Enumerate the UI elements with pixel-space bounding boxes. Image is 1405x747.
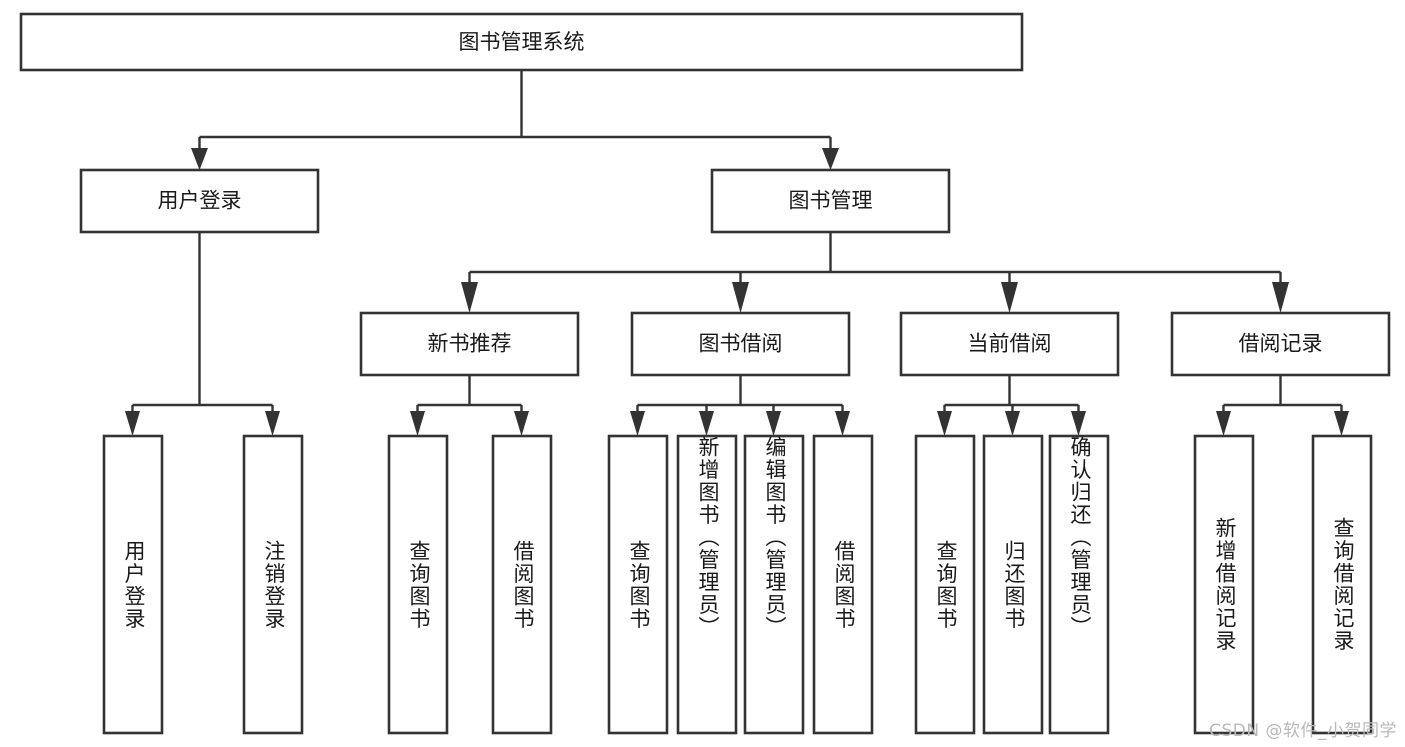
node-leaf-add-record[interactable] bbox=[1193, 434, 1255, 735]
arrow-to-leaf-confirm-return bbox=[1071, 411, 1086, 436]
node-leaf-return-book[interactable] bbox=[982, 434, 1044, 735]
arrow-to-leaf-user-login bbox=[125, 411, 140, 436]
arrow-to-leaf-query-book-1 bbox=[410, 411, 425, 436]
node-new-book-recommend-label: 新书推荐 bbox=[428, 332, 512, 356]
connector-layer bbox=[125, 70, 1349, 436]
node-user-login-label: 用户登录 bbox=[158, 189, 242, 213]
node-leaf-user-logout[interactable] bbox=[242, 434, 304, 735]
arrow-to-leaf-query-book-2 bbox=[630, 411, 645, 436]
arrow-to-leaf-query-record bbox=[1334, 411, 1349, 436]
node-leaf-query-book-3[interactable] bbox=[914, 434, 976, 735]
node-leaf-add-book[interactable] bbox=[676, 434, 738, 735]
node-leaf-edit-book[interactable] bbox=[743, 434, 805, 735]
node-leaf-borrow-book-1[interactable] bbox=[491, 434, 553, 735]
node-user-login[interactable]: 用户登录 bbox=[79, 168, 320, 234]
node-leaf-borrow-book-2[interactable] bbox=[812, 434, 874, 735]
arrow-to-leaf-return-book bbox=[1005, 411, 1020, 436]
arrow-root-to-book-manage bbox=[822, 148, 839, 170]
node-leaf-query-book-2[interactable] bbox=[607, 434, 669, 735]
arrow-root-to-user-login bbox=[191, 148, 208, 170]
node-leaf-query-record[interactable] bbox=[1311, 434, 1373, 735]
node-book-manage-label: 图书管理 bbox=[789, 189, 873, 213]
node-borrow-record[interactable]: 借阅记录 bbox=[1170, 311, 1391, 377]
node-root[interactable]: 图书管理系统 bbox=[19, 12, 1024, 72]
arrow-to-current-borrow bbox=[1001, 282, 1018, 313]
node-leaf-user-login[interactable] bbox=[102, 434, 164, 735]
node-leaf-query-book-1[interactable] bbox=[387, 434, 449, 735]
node-book-manage[interactable]: 图书管理 bbox=[710, 168, 951, 234]
csdn-watermark: CSDN @软件_小贺同学 bbox=[1209, 721, 1397, 741]
arrow-to-book-borrow bbox=[732, 282, 749, 313]
node-current-borrow[interactable]: 当前借阅 bbox=[899, 311, 1120, 377]
arrow-to-leaf-add-record bbox=[1216, 411, 1231, 436]
arrow-to-borrow-record bbox=[1272, 282, 1289, 313]
arrow-to-leaf-borrow-book-1 bbox=[514, 411, 529, 436]
node-new-book-recommend[interactable]: 新书推荐 bbox=[359, 311, 580, 377]
node-root-label: 图书管理系统 bbox=[459, 30, 585, 54]
node-current-borrow-label: 当前借阅 bbox=[968, 332, 1052, 356]
arrow-to-leaf-user-logout bbox=[265, 411, 280, 436]
arrow-to-leaf-add-book bbox=[699, 411, 714, 436]
node-book-borrow-label: 图书借阅 bbox=[699, 332, 783, 356]
arrow-to-leaf-borrow-book-2 bbox=[835, 411, 850, 436]
arrow-to-leaf-edit-book bbox=[766, 411, 781, 436]
node-leaf-confirm-return[interactable] bbox=[1048, 434, 1110, 735]
arrow-to-leaf-query-book-3 bbox=[937, 411, 952, 436]
node-layer: 图书管理系统 用户登录 图书管理 新书推荐 图书借阅 当前 bbox=[19, 12, 1391, 735]
node-borrow-record-label: 借阅记录 bbox=[1239, 332, 1323, 356]
arrow-to-new-book-recommend bbox=[461, 282, 478, 313]
node-book-borrow[interactable]: 图书借阅 bbox=[630, 311, 851, 377]
